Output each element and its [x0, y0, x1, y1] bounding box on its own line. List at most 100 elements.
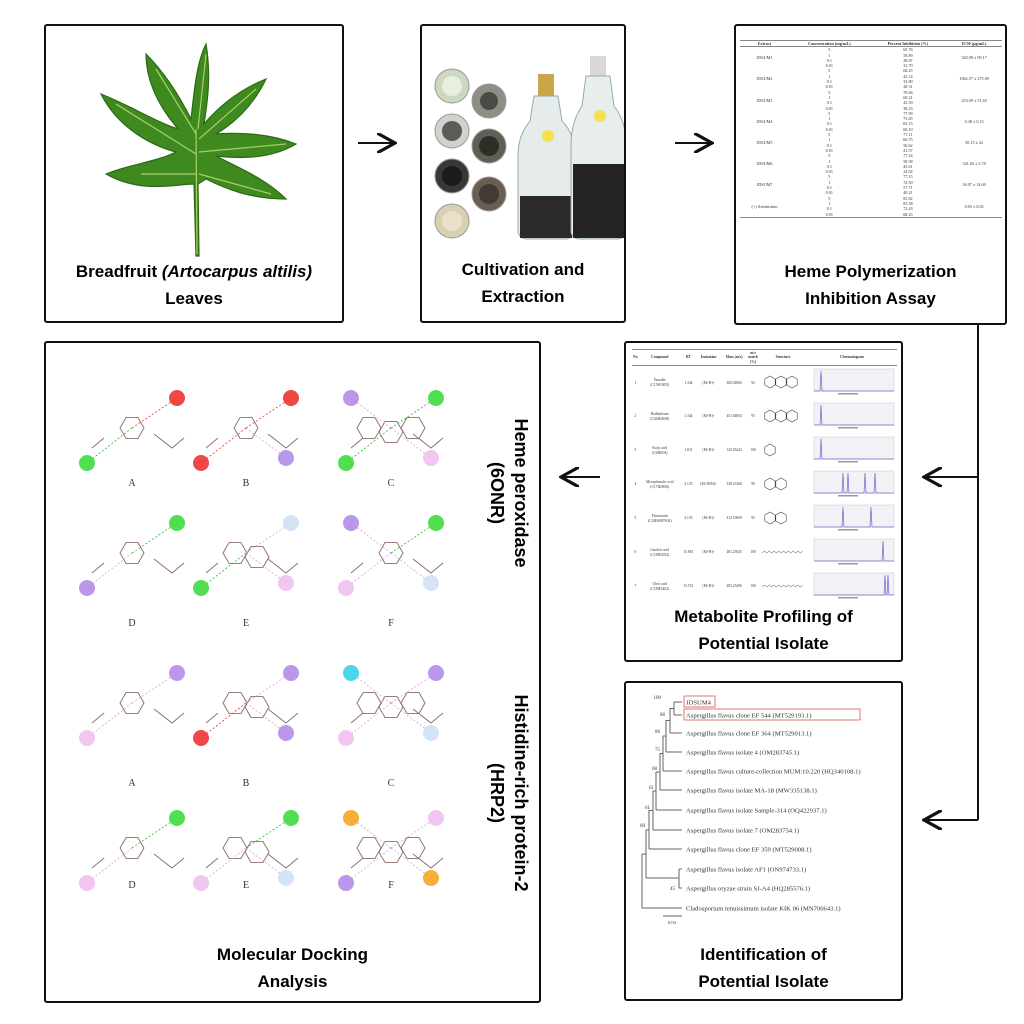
ic50-cell: 341.84 ± 3.78 — [962, 161, 986, 167]
chromatogram-plot — [813, 368, 895, 395]
compound-cell: Kojic acid(C6H6O4) — [639, 434, 681, 468]
concentration-cell: 0.01 — [825, 147, 833, 153]
residue-marker — [428, 810, 444, 826]
concentration-cell: 0.1 — [826, 121, 832, 127]
mass-cell: 143.03443 — [726, 448, 742, 453]
chemical-structure-icon — [764, 409, 798, 423]
ionization-cell: [M+H]+ — [702, 584, 715, 589]
inhibition-cell: 65.76 — [903, 47, 913, 53]
residue-marker — [193, 580, 209, 596]
inhibition-cell: 43.50 — [903, 100, 913, 106]
caption-text: Molecular Docking — [216, 945, 369, 964]
chromatogram-cell — [807, 536, 897, 570]
compound-cell: Fluvastatin(C24H26FNO4) — [639, 502, 681, 536]
residue-marker — [169, 810, 185, 826]
docking-panel-hrp2-e: E — [193, 810, 299, 891]
caption-text: Breadfruit — [75, 262, 162, 281]
panel-label: E — [243, 618, 249, 629]
residue-marker — [283, 810, 299, 826]
concentration-cell: 5 — [828, 195, 831, 201]
culture-bottle-2 — [570, 56, 624, 240]
inhibition-cell: 73.45 — [903, 116, 913, 122]
docking-panel-hrp2-c: C — [338, 665, 444, 789]
panel-label: C — [388, 778, 395, 789]
residue-marker — [428, 665, 444, 681]
residue-marker — [193, 730, 209, 746]
column-header: No — [633, 355, 638, 360]
chromatogram-cell — [807, 468, 897, 502]
mass-cell: 451.04004 — [726, 414, 742, 419]
concentration-cell: 5 — [828, 68, 831, 74]
panel-label: B — [243, 778, 250, 789]
step-heme-polymerization-assay: Extract Concentration (mg/mL) Percent In… — [734, 24, 1007, 325]
docking-panel-6onr-c: C — [338, 390, 444, 489]
inhibition-cell: 65.15 — [903, 121, 913, 127]
residue-marker — [283, 515, 299, 531]
inhibition-cell: 85.82 — [903, 195, 913, 201]
bootstrap-value: 45 — [670, 887, 676, 892]
inhibition-cell: 42.14 — [903, 73, 913, 79]
residue-marker — [278, 575, 294, 591]
cultivation-photo — [434, 56, 624, 240]
taxon-label: Aspergillus flavus isolate 7 (OM283754.1… — [686, 828, 799, 835]
identification-caption: Identification of Potential Isolate — [626, 941, 901, 995]
extract-cell: JDSUM4 — [756, 118, 773, 124]
concentration-cell: 0.1 — [826, 142, 832, 148]
extract-cell: JDSUM7 — [756, 182, 773, 188]
chromatogram-cell — [807, 366, 897, 400]
chromatogram-plot — [813, 538, 895, 565]
residue-marker — [169, 390, 185, 406]
docking-panel-6onr-f: F — [338, 515, 444, 629]
residue-marker — [338, 730, 354, 746]
target-id: (6ONR) — [487, 462, 507, 524]
chemical-structure-icon — [764, 443, 776, 457]
chemical-structure-icon — [761, 550, 803, 554]
no-cell: 1 — [634, 380, 637, 385]
no-cell: 2 — [634, 414, 637, 419]
concentration-cell: 1 — [828, 73, 831, 79]
compound-cell: Oleic acid(C18H34O2) — [639, 570, 681, 604]
chemical-structure-icon — [761, 584, 803, 588]
mass-cell: 338.16168 — [726, 482, 742, 487]
inhibition-cell: 77.24 — [903, 153, 913, 159]
bootstrap-value: 100 — [654, 696, 662, 701]
inhibition-cell: 38.23 — [903, 105, 913, 111]
concentration-cell: 0.1 — [826, 206, 832, 212]
no-cell: 3 — [634, 448, 637, 453]
rt-cell: 1.831 — [684, 448, 693, 453]
inhibition-cell: 77.99 — [903, 110, 913, 116]
residue-marker — [343, 390, 359, 406]
chromatogram-cell — [807, 502, 897, 536]
panel-label: B — [243, 478, 250, 489]
taxon-label: Aspergillus flavus isolate MA-18 (MW3351… — [686, 788, 817, 795]
table-header-row: Extract Concentration (mg/mL) Percent In… — [740, 41, 1002, 47]
docking-panel-6onr-e: E — [193, 515, 299, 629]
chromatogram-cell — [807, 434, 897, 468]
structure-cell — [759, 434, 807, 468]
residue-marker — [278, 450, 294, 466]
docking-panel-6onr-b: B — [193, 390, 299, 489]
residue-marker — [278, 725, 294, 741]
column-header: Ionization — [700, 355, 717, 360]
column-header: Structure — [775, 355, 791, 360]
panel-label: A — [128, 478, 136, 489]
ic50-cell: 253.09 ± 51.65 — [961, 97, 987, 103]
heme-inhibition-table: Extract Concentration (mg/mL) Percent In… — [740, 40, 1002, 218]
concentration-cell: 1 — [828, 179, 831, 185]
concentration-cell: 5 — [828, 89, 831, 95]
caption-text: Cultivation and — [461, 260, 585, 279]
column-header: Percent Inhibition (%) — [887, 41, 929, 46]
column-header: Compound — [651, 355, 669, 360]
compound-name: Fluvastatin — [651, 514, 668, 519]
column-header: RT — [685, 355, 691, 360]
